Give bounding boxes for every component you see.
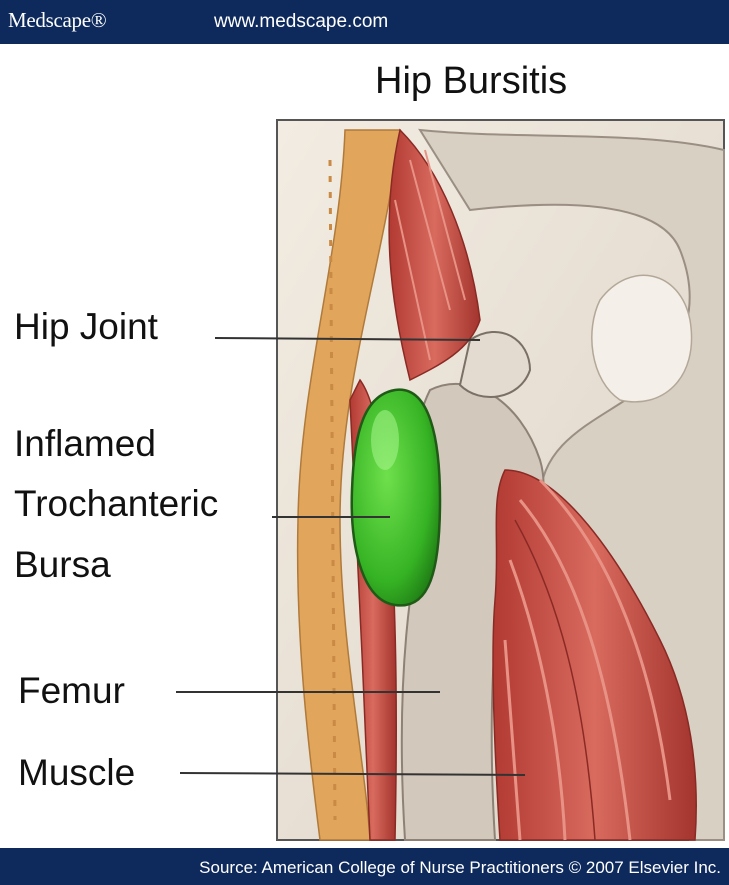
label-bursa-line2: Trochanteric xyxy=(14,485,218,522)
label-bursa-line3: Bursa xyxy=(14,546,111,583)
source-credit: Source: American College of Nurse Practi… xyxy=(199,858,721,878)
label-muscle: Muscle xyxy=(18,754,135,791)
label-hip-joint: Hip Joint xyxy=(14,308,158,345)
label-bursa-line1: Inflamed xyxy=(14,425,156,462)
label-femur: Femur xyxy=(18,672,125,709)
footer-bar: Source: American College of Nurse Practi… xyxy=(0,848,729,885)
